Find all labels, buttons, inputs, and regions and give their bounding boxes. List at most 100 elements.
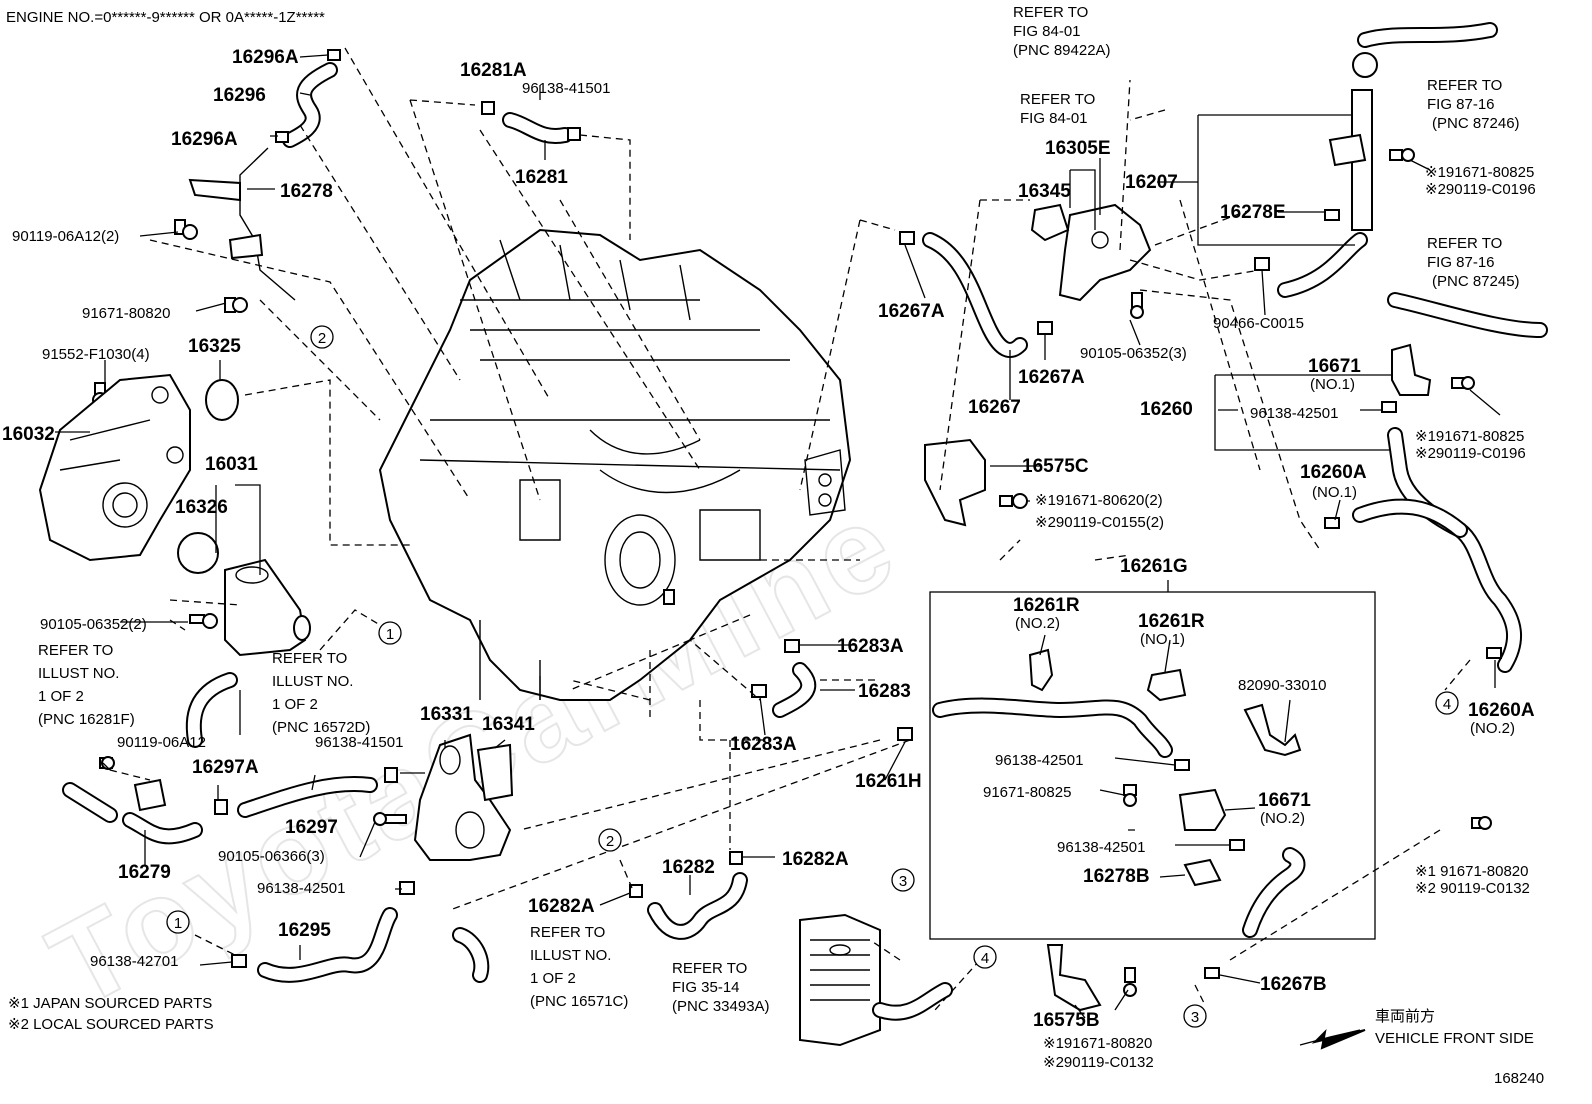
label-191671-80825-mid: ※191671-80825	[1415, 428, 1524, 445]
svg-text:(PNC 16572D): (PNC 16572D)	[272, 719, 370, 736]
svg-text:REFER TO: REFER TO	[1020, 91, 1095, 108]
clip-16283a-lower	[751, 684, 767, 698]
svg-text:1 OF 2: 1 OF 2	[272, 696, 318, 713]
clip-16261r-no1	[1146, 668, 1187, 702]
hose-16295	[257, 907, 398, 983]
label-290119-c0196-mid: ※290119-C0196	[1415, 445, 1526, 462]
ref-illust-pnc-16571c: REFER TO ILLUST NO. 1 OF 2 (PNC 16571C)	[530, 924, 628, 1010]
leader-lines	[55, 47, 1501, 1019]
label-96138-42501-box-lower: 96138-42501	[1057, 839, 1145, 856]
svg-text:ILLUST NO.: ILLUST NO.	[530, 947, 611, 964]
svg-text:4: 4	[1443, 696, 1451, 713]
svg-text:(PNC 16281F): (PNC 16281F)	[38, 711, 135, 728]
bolt-191671-80820-right	[1471, 816, 1492, 830]
label-16325: 16325	[188, 336, 241, 357]
o-ring-16326	[177, 532, 219, 574]
svg-text:1: 1	[174, 915, 182, 932]
oil-cooler-33493a	[799, 913, 881, 1047]
label-16260a-no2-sub: (NO.2)	[1470, 720, 1515, 737]
clip-16267a-lower	[1037, 321, 1053, 335]
label-16296: 16296	[213, 85, 266, 106]
svg-text:1 OF 2: 1 OF 2	[530, 970, 576, 987]
group-box-16261g	[929, 591, 1376, 940]
label-16295: 16295	[278, 920, 331, 941]
clip-16260a-no1	[1324, 517, 1340, 529]
label-16331: 16331	[420, 704, 473, 725]
label-90105-06352-3: 90105-06352(3)	[1080, 345, 1187, 362]
svg-text:4: 4	[981, 950, 989, 967]
label-16575c: 16575C	[1022, 456, 1089, 477]
svg-text:REFER TO: REFER TO	[1427, 235, 1502, 252]
label-16282a-left: 16282A	[528, 896, 595, 917]
clip-16281a	[481, 101, 495, 115]
clip-96138-42701	[231, 954, 247, 968]
label-290119-c0196-upper: ※290119-C0196	[1425, 181, 1536, 198]
label-16278b: 16278B	[1083, 866, 1150, 887]
clip-96138-41501-lower	[384, 767, 398, 783]
label-96138-41501-top: 96138-41501	[522, 80, 610, 97]
svg-text:3: 3	[1191, 1009, 1199, 1026]
hose-16281	[502, 112, 573, 144]
ref-fig-84-01: REFER TO FIG 84-01	[1020, 91, 1095, 127]
svg-text:REFER TO: REFER TO	[672, 960, 747, 977]
legend-japan-sourced: ※1 JAPAN SOURCED PARTS	[8, 995, 212, 1012]
label-16279: 16279	[118, 862, 171, 883]
label-16260a-no2: 16260A	[1468, 700, 1535, 721]
clip-96138-42501-upper	[1381, 401, 1397, 413]
clip-16283a-upper	[784, 639, 800, 653]
label-2-90119-c0132-right: ※2 90119-C0132	[1415, 880, 1530, 897]
ref-fig-84-01-pnc-89422a: REFER TO FIG 84-01 (PNC 89422A)	[1013, 4, 1111, 59]
gasket-16325	[205, 379, 239, 421]
label-16341: 16341	[482, 714, 535, 735]
valve-16671-no2	[1178, 788, 1227, 831]
label-91552-f1030: 91552-F1030(4)	[42, 346, 150, 363]
label-16671-no2: 16671	[1258, 790, 1311, 811]
hose-16283	[772, 662, 817, 718]
hose-16297	[237, 776, 378, 818]
hose-16267	[922, 232, 1028, 358]
label-90105-06366: 90105-06366(3)	[218, 848, 325, 865]
clip-16278b	[1183, 858, 1222, 887]
label-16296a-top: 16296A	[232, 47, 299, 68]
label-96138-42501-box-upper: 96138-42501	[995, 752, 1083, 769]
label-91671-80825-box: 91671-80825	[983, 784, 1071, 801]
label-16296a-bottom: 16296A	[171, 129, 238, 150]
svg-text:FIG 84-01: FIG 84-01	[1020, 110, 1088, 127]
hose-16261g	[932, 697, 1306, 938]
label-16261g: 16261G	[1120, 556, 1188, 577]
water-outlet-16305e	[1058, 203, 1152, 302]
hose-16296	[282, 62, 338, 148]
label-16267b: 16267B	[1260, 974, 1327, 995]
bracket-16575b	[1046, 944, 1102, 1012]
bolt-90105-06352-3	[1130, 292, 1144, 319]
sensor-82090-33010	[1243, 703, 1302, 757]
part-labels: 16296A 16296 16296A 16278 90119-06A12(2)…	[2, 47, 1536, 1071]
label-16282a-right: 16282A	[782, 849, 849, 870]
clip-16278e	[1324, 209, 1340, 221]
label-16261r-no2: 16261R	[1013, 595, 1080, 616]
bolt-90119-06a12-lower	[99, 756, 115, 770]
svg-text:REFER TO: REFER TO	[1427, 77, 1502, 94]
svg-text:ILLUST NO.: ILLUST NO.	[38, 665, 119, 682]
label-16260a-no1-sub: (NO.1)	[1312, 484, 1357, 501]
label-16283a-lower: 16283A	[730, 734, 797, 755]
label-16281a: 16281A	[460, 60, 527, 81]
label-90466-c0015: 90466-C0015	[1213, 315, 1304, 332]
water-pump-16032	[38, 373, 191, 562]
gasket-16341	[476, 743, 514, 802]
label-16283: 16283	[858, 681, 911, 702]
clip-16282a-right	[729, 851, 743, 865]
label-16261r-no2-sub: (NO.2)	[1015, 615, 1060, 632]
clip-16267b	[1204, 967, 1220, 979]
ref-fig-87-16-pnc-87246: REFER TO FIG 87-16 (PNC 87246)	[1427, 77, 1520, 132]
legend-local-sourced: ※2 LOCAL SOURCED PARTS	[8, 1016, 214, 1033]
ref-fig-35-14-pnc-33493a: REFER TO FIG 35-14 (PNC 33493A)	[672, 960, 770, 1015]
svg-text:FIG 35-14: FIG 35-14	[672, 979, 740, 996]
label-96138-42501-lower: 96138-42501	[257, 880, 345, 897]
clip-16296a-bottom	[275, 131, 289, 143]
clip-16261r-no2	[1028, 648, 1054, 692]
label-90119-06a12: 90119-06A12	[117, 734, 206, 751]
thermostat-housing-16331	[413, 733, 512, 861]
